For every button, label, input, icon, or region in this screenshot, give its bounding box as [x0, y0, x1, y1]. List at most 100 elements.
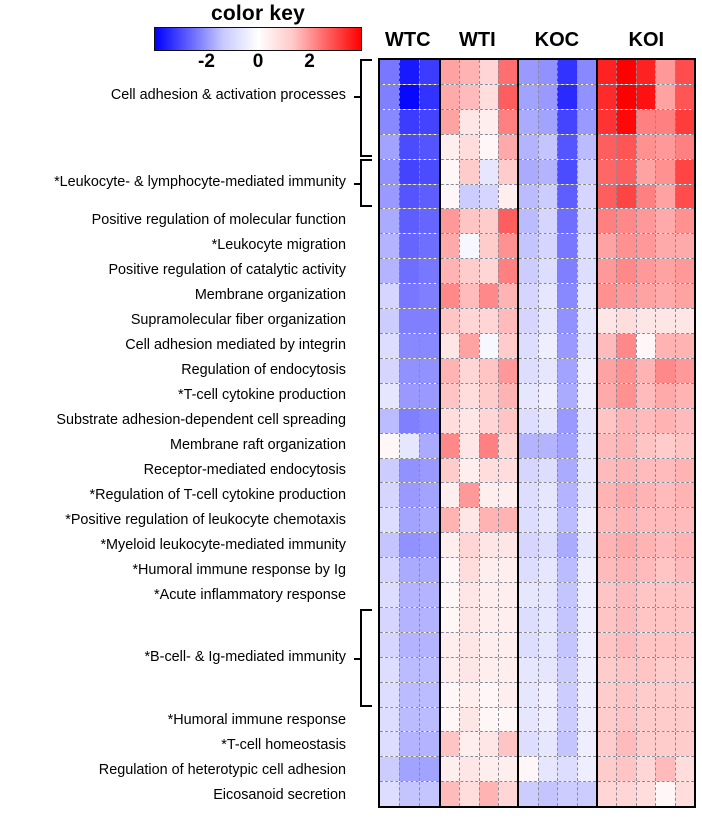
heatmap-row: [440, 582, 518, 607]
heatmap-cell: [440, 159, 460, 184]
heatmap-cell: [576, 732, 596, 757]
heatmap-cell: [674, 732, 694, 757]
heatmap-cell: [398, 508, 419, 533]
heatmap-cell: [519, 483, 538, 508]
heatmap-cell: [380, 60, 399, 84]
heatmap-cell: [616, 84, 636, 109]
heatmap-cell: [557, 209, 577, 234]
heatmap-cell: [616, 483, 636, 508]
heatmap-cell: [635, 707, 656, 732]
heatmap-cell: [440, 558, 460, 583]
row-label: *Humoral immune response by Ig: [132, 561, 346, 578]
row-group-label: *Leukocyte- & lymphocyte-mediated immuni…: [54, 174, 346, 190]
heatmap-cell: [398, 732, 419, 757]
row-label: Membrane organization: [194, 286, 346, 303]
row-group-label: *B-cell- & Ig-mediated immunity: [144, 649, 346, 665]
heatmap-cell: [576, 234, 596, 259]
heatmap-cell: [498, 284, 518, 309]
heatmap-cell: [519, 732, 538, 757]
heatmap-row: [380, 706, 439, 732]
heatmap-row: [440, 357, 518, 383]
heatmap-cell: [674, 358, 694, 383]
heatmap-cell: [674, 408, 694, 433]
heatmap-cell: [380, 284, 399, 309]
heatmap-row: [597, 631, 694, 657]
heatmap-cell: [557, 134, 577, 159]
heatmap-cell: [537, 259, 558, 284]
heatmap-cell: [478, 309, 498, 333]
heatmap-cell: [498, 184, 518, 209]
heatmap-cell: [576, 109, 596, 134]
row-label: Substrate adhesion-dependent cell spread…: [56, 411, 346, 428]
row-label: *T-cell cytokine production: [178, 386, 346, 403]
heatmap-cell: [380, 682, 399, 707]
heatmap-cell: [380, 109, 399, 134]
heatmap-cell: [537, 134, 558, 159]
heatmap-cell: [576, 209, 596, 234]
heatmap-cell: [418, 84, 439, 109]
heatmap-cell: [398, 632, 419, 657]
heatmap-cell: [557, 383, 577, 408]
heatmap-cell: [418, 757, 439, 782]
heatmap-cell: [380, 358, 399, 383]
heatmap-cell: [440, 184, 460, 209]
heatmap-cell: [418, 607, 439, 632]
heatmap-cell: [519, 309, 538, 333]
heatmap-cell: [398, 309, 419, 333]
heatmap-cell: [380, 84, 399, 109]
heatmap-cell: [537, 184, 558, 209]
heatmap-cell: [616, 408, 636, 433]
heatmap-cell: [440, 333, 460, 358]
heatmap-cell: [635, 483, 656, 508]
heatmap-cell: [478, 84, 498, 109]
heatmap-row: [440, 532, 518, 558]
heatmap-cell: [440, 483, 460, 508]
heatmap-row: [380, 407, 439, 433]
heatmap-cell: [398, 533, 419, 558]
heatmap-row: [440, 681, 518, 707]
heatmap-cell: [557, 259, 577, 284]
heatmap-cell: [418, 284, 439, 309]
heatmap-row: [597, 557, 694, 583]
heatmap-row: [597, 108, 694, 134]
heatmap-cell: [418, 782, 439, 807]
heatmap-cell: [398, 458, 419, 483]
heatmap-cell: [635, 508, 656, 533]
heatmap-cell: [674, 184, 694, 209]
heatmap-cell: [498, 732, 518, 757]
heatmap-cell: [440, 607, 460, 632]
heatmap-group-koc: [517, 60, 596, 807]
heatmap-cell: [674, 707, 694, 732]
heatmap-cell: [537, 209, 558, 234]
heatmap-cell: [557, 333, 577, 358]
row-group-bracket: [360, 609, 372, 707]
heatmap-cell: [655, 184, 675, 209]
heatmap-cell: [597, 309, 617, 333]
heatmap-row: [597, 407, 694, 433]
heatmap-cell: [537, 533, 558, 558]
heatmap-cell: [380, 458, 399, 483]
row-label: Positive regulation of molecular functio…: [91, 211, 346, 228]
heatmap-row: [519, 631, 596, 657]
heatmap-cell: [418, 60, 439, 84]
heatmap-row: [440, 60, 518, 84]
heatmap-cell: [616, 458, 636, 483]
heatmap-cell: [459, 234, 479, 259]
heatmap-row: [380, 283, 439, 309]
heatmap-cell: [519, 408, 538, 433]
heatmap-cell: [418, 309, 439, 333]
heatmap-cell: [597, 632, 617, 657]
heatmap-row: [519, 656, 596, 682]
heatmap-row: [597, 183, 694, 209]
heatmap-cell: [440, 533, 460, 558]
heatmap-cell: [557, 607, 577, 632]
heatmap-cell: [597, 433, 617, 458]
heatmap-row: [597, 432, 694, 458]
heatmap-row: [440, 208, 518, 234]
heatmap-cell: [576, 259, 596, 284]
heatmap-cell: [498, 707, 518, 732]
heatmap-row: [380, 183, 439, 209]
heatmap-cell: [674, 159, 694, 184]
heatmap-cell: [537, 84, 558, 109]
heatmap-cell: [498, 458, 518, 483]
